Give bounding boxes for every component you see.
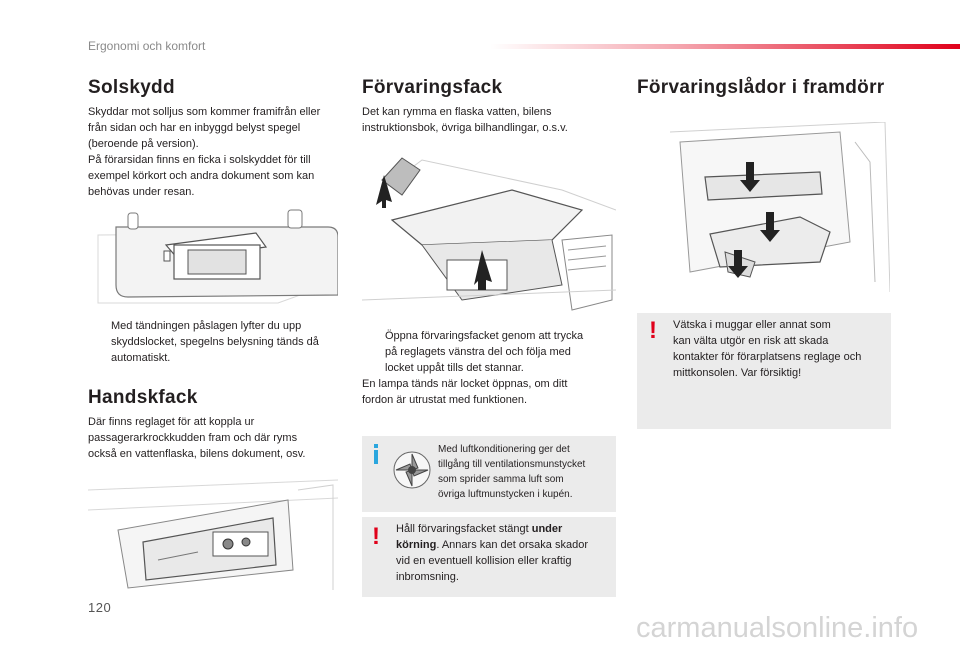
- sunvisor-title: Solskydd: [88, 77, 175, 98]
- info-box: Med luftkonditionering ger det tillgång …: [362, 436, 616, 512]
- storage-compartment-illustration: [362, 157, 616, 311]
- glovebox-illustration: [88, 479, 338, 590]
- storage-title: Förvaringsfack: [362, 77, 503, 98]
- glovebox-title: Handskfack: [88, 387, 198, 408]
- warning-box-storage: ! Håll förvaringsfacket stängt under kör…: [362, 517, 616, 597]
- warning-box-door: ! Vätska i muggar eller annat som kan vä…: [637, 313, 891, 429]
- glovebox-text: Där finns reglaget för att koppla ur pas…: [88, 416, 306, 460]
- info-icon: [374, 444, 378, 464]
- storage-text: Det kan rymma en flaska vatten, bilens i…: [362, 106, 568, 134]
- warning-icon: !: [649, 317, 657, 344]
- watermark: carmanualsonline.info: [636, 612, 919, 644]
- sunvisor-text: Skyddar mot solljus som kommer framifrån…: [88, 106, 321, 198]
- page-number: 120: [88, 600, 112, 615]
- door-storage-illustration: [670, 122, 890, 292]
- section-header: Ergonomi och komfort: [88, 39, 206, 53]
- warning-icon: !: [372, 523, 380, 550]
- door-storage-title: Förvaringslådor i framdörr: [637, 77, 885, 98]
- storage-lamp-text: En lampa tänds när locket öppnas, om dit…: [362, 378, 568, 406]
- header-accent-bar: [490, 44, 960, 49]
- vent-icon: [393, 451, 431, 489]
- sunvisor-illustration: [97, 209, 338, 304]
